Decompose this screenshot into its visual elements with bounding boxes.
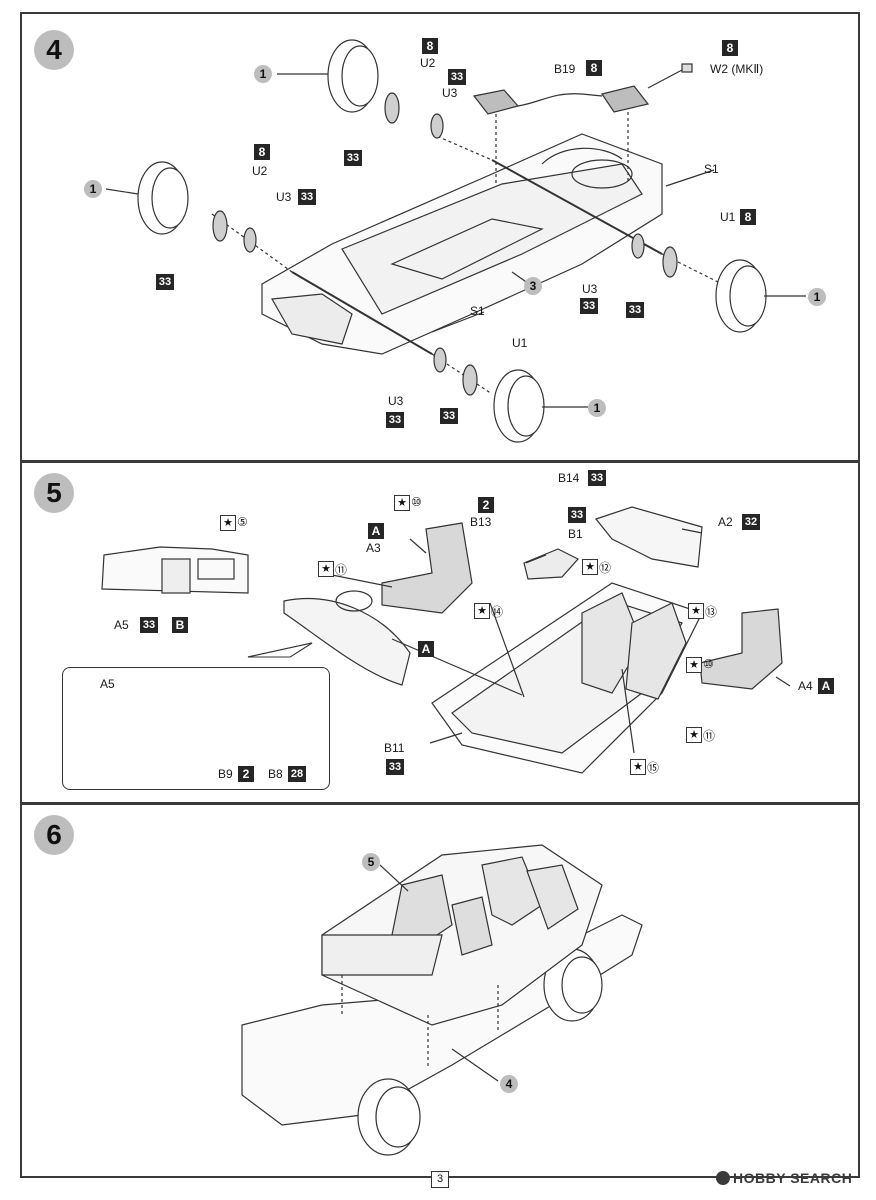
step-ref-4: 4 xyxy=(500,1075,518,1093)
part-ref-1: 1 xyxy=(588,399,606,417)
step-ref-13: ⑬ xyxy=(705,605,718,619)
color-badge-33: 33 xyxy=(298,189,316,205)
color-badge-A: A xyxy=(818,678,834,694)
watermark: HOBBY SEARCH xyxy=(716,1170,852,1186)
chassis-assembly-drawing xyxy=(105,39,806,443)
step-4-panel: 4 xyxy=(20,12,860,462)
color-badge-8: 8 xyxy=(722,40,738,56)
part-ref-1: 1 xyxy=(84,180,102,198)
part-b1: B1 xyxy=(568,527,583,541)
interior-assembly-drawing xyxy=(75,506,791,774)
body-assembly-drawing xyxy=(241,844,643,1156)
step-ref-14: ⑭ xyxy=(491,605,504,619)
color-badge-2: 2 xyxy=(238,766,254,782)
star-mark: ★ xyxy=(630,759,646,775)
step-ref-5: ⑤ xyxy=(237,515,248,529)
color-badge-33: 33 xyxy=(344,150,362,166)
color-badge-32: 32 xyxy=(742,514,760,530)
part-w2: W2 (MKⅡ) xyxy=(710,62,764,76)
color-badge-8: 8 xyxy=(254,144,270,160)
step-ref-11: ⑪ xyxy=(335,563,348,577)
color-badge-A: A xyxy=(418,641,434,657)
part-u3: U3 xyxy=(276,190,292,204)
part-s1: S1 xyxy=(470,304,485,318)
step-number: 6 xyxy=(34,815,74,855)
step-6-panel: 6 5 4 xyxy=(20,803,860,1178)
part-u2: U2 xyxy=(252,164,268,178)
star-mark: ★ xyxy=(474,603,490,619)
dashboard-detail-inset xyxy=(62,667,330,790)
star-mark: ★ xyxy=(686,727,702,743)
part-u3: U3 xyxy=(388,394,404,408)
color-badge-33: 33 xyxy=(626,302,644,318)
color-badge-33: 33 xyxy=(386,759,404,775)
star-mark: ★ xyxy=(220,515,236,531)
part-a4: A4 xyxy=(798,679,813,693)
color-badge-A: A xyxy=(368,523,384,539)
part-b9: B9 xyxy=(218,767,233,781)
color-badge-33: 33 xyxy=(440,408,458,424)
step-ref-10: ⑩ xyxy=(411,495,422,509)
part-b14: B14 xyxy=(558,471,580,485)
part-ref-1: 1 xyxy=(808,288,826,306)
step-ref-5: 5 xyxy=(362,853,380,871)
step-ref-15: ⑮ xyxy=(647,761,660,775)
star-mark: ★ xyxy=(318,561,334,577)
part-u3: U3 xyxy=(582,282,598,296)
star-mark: ★ xyxy=(582,559,598,575)
part-b19: B19 xyxy=(554,62,576,76)
color-badge-2: 2 xyxy=(478,497,494,513)
part-a5: A5 xyxy=(100,677,115,691)
star-mark: ★ xyxy=(686,657,702,673)
color-badge-8: 8 xyxy=(740,209,756,225)
watermark-text: HOBBY SEARCH xyxy=(733,1170,853,1186)
part-b13: B13 xyxy=(470,515,492,529)
color-badge-33: 33 xyxy=(386,412,404,428)
part-u1: U1 xyxy=(720,210,736,224)
part-s1: S1 xyxy=(704,162,719,176)
color-badge-B: B xyxy=(172,617,188,633)
part-b11: B11 xyxy=(384,741,405,755)
step-5-panel: 5 xyxy=(20,461,860,804)
star-mark: ★ xyxy=(688,603,704,619)
part-ref-3: 3 xyxy=(524,277,542,295)
color-badge-33: 33 xyxy=(588,470,606,486)
color-badge-8: 8 xyxy=(422,38,438,54)
color-badge-33: 33 xyxy=(448,69,466,85)
part-u1: U1 xyxy=(512,336,528,350)
step-number: 5 xyxy=(34,473,74,513)
step-number: 4 xyxy=(34,30,74,70)
watermark-logo-icon xyxy=(716,1171,730,1185)
color-badge-33: 33 xyxy=(140,617,158,633)
step-ref-10: ⑩ xyxy=(703,657,714,671)
star-mark: ★ xyxy=(394,495,410,511)
page-number: 3 xyxy=(431,1171,449,1188)
color-badge-8: 8 xyxy=(586,60,602,76)
color-badge-33: 33 xyxy=(580,298,598,314)
step-ref-11: ⑪ xyxy=(703,729,716,743)
part-u3: U3 xyxy=(442,86,458,100)
part-b8: B8 xyxy=(268,767,283,781)
part-a5: A5 xyxy=(114,618,129,632)
color-badge-33: 33 xyxy=(156,274,174,290)
color-badge-33: 33 xyxy=(568,507,586,523)
color-badge-28: 28 xyxy=(288,766,306,782)
part-a2: A2 xyxy=(718,515,733,529)
part-a3: A3 xyxy=(366,541,381,555)
part-ref-1: 1 xyxy=(254,65,272,83)
step-ref-12: ⑫ xyxy=(599,561,612,575)
part-u2: U2 xyxy=(420,56,436,70)
